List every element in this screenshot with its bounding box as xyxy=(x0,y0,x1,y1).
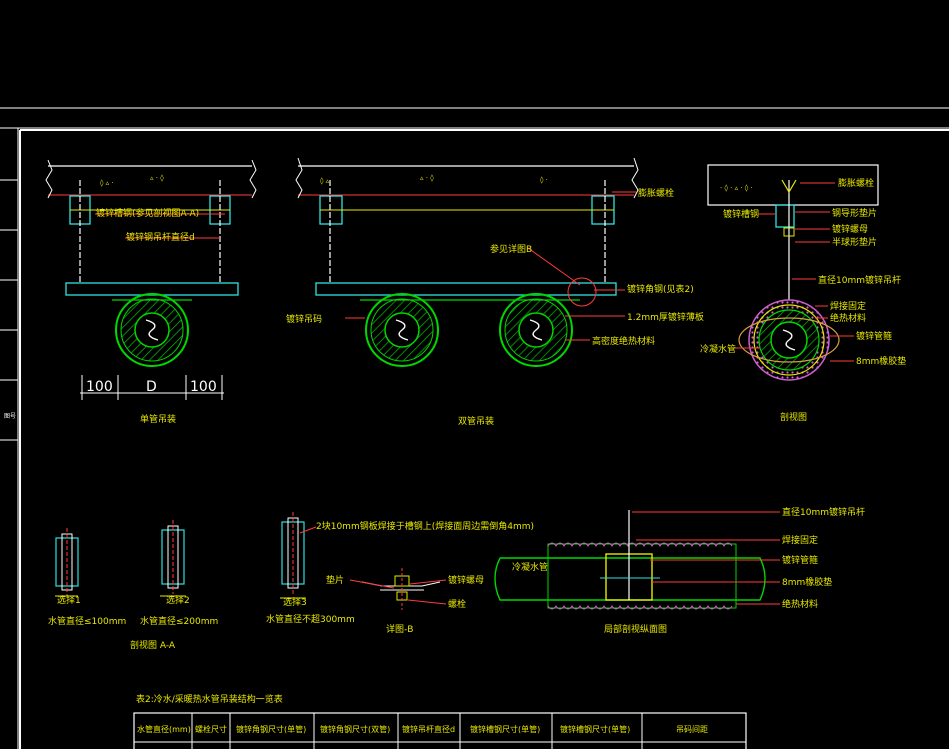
svg-text:◊ ·: ◊ · xyxy=(540,176,548,184)
double-clamp-label: 镀锌吊码 xyxy=(286,313,322,325)
double-detail-ref-label: 参见详图B xyxy=(490,243,532,255)
double-hanger-drawing: ◊ ▵ ▵ · ◊ ◊ · 参见详图B 镀锌角钢(见表2) 镀锌吊码 1.2mm… xyxy=(286,157,704,427)
table-header-3: 镀锌角钢尺寸(双管) xyxy=(320,724,390,734)
single-channel-label: 镀锌槽钢(参见剖视图A-A) xyxy=(96,207,199,219)
svg-text:▵ · ◊: ▵ · ◊ xyxy=(420,174,434,182)
detail-b-drawing: 垫片 镀锌螺母 螺栓 详图-B xyxy=(326,568,484,635)
section-weld-label: 焊接固定 xyxy=(830,300,866,312)
long-weld-label: 焊接固定 xyxy=(782,534,818,546)
aa-section-drawing: 选择1 水管直径≤100mm 选择2 水管直径≤200mm 选择3 水管直径不超… xyxy=(48,512,534,651)
single-dim-left: 100 xyxy=(86,379,113,395)
double-hanger-title: 双管吊装 xyxy=(458,415,494,427)
aa-opt3-label: 2块10mm钢板焊接于槽钢上(焊接面周边需倒角4mm) xyxy=(316,520,534,532)
double-angle-label: 镀锌角钢(见表2) xyxy=(627,283,694,295)
section-view-title: 剖视图 xyxy=(780,411,807,423)
svg-text:· ◊ · ▵ · ◊ ·: · ◊ · ▵ · ◊ · xyxy=(720,184,753,192)
svg-text:图: 图 xyxy=(4,413,10,420)
section-insul-label: 绝热材料 xyxy=(830,312,866,324)
spec-table: 表2:冷水/采暖热水管吊装结构一览表 水管直径(mm) 螺栓尺寸 镀锌角钢尺寸(… xyxy=(133,693,747,749)
aa-opt2-title: 选择2 xyxy=(166,594,190,606)
table-header-4: 镀锌吊杆直径d xyxy=(402,724,455,734)
detail-b-nut-label: 镀锌螺母 xyxy=(448,574,484,586)
detail-b-bolt-label: 螺栓 xyxy=(448,598,466,610)
section-rubber-label: 8mm橡胶垫 xyxy=(856,355,906,367)
double-anchor-label: 膨胀螺栓 xyxy=(638,187,674,199)
table-header-7: 吊码间距 xyxy=(676,725,708,734)
section-washer2-label: 半球形垫片 xyxy=(832,236,877,248)
table-header-6: 镀锌槽钢尺寸(单管) xyxy=(560,724,630,734)
double-insul-label: 高密度绝热材料 xyxy=(592,335,655,347)
aa-opt1-note: 水管直径≤100mm xyxy=(48,615,126,627)
svg-text:▵ · ◊: ▵ · ◊ xyxy=(150,174,164,182)
single-hanger-title: 单管吊装 xyxy=(140,413,176,425)
aa-opt2-note: 水管直径≤200mm xyxy=(140,615,218,627)
table-header-0: 水管直径(mm) xyxy=(137,724,191,734)
section-washer1-label: 钢导形垫片 xyxy=(832,207,877,219)
drawing-frame: 图 号 xyxy=(0,107,949,749)
double-plate-label: 1.2mm厚镀锌薄板 xyxy=(627,311,704,323)
section-view-drawing: · ◊ · ▵ · ◊ · 膨胀螺栓 镀锌槽钢 钢导形垫片 镀锌螺母 半球形垫片… xyxy=(700,164,906,423)
table-header-2: 镀锌角钢尺寸(单管) xyxy=(236,724,306,734)
svg-text:◊ ▵: ◊ ▵ xyxy=(320,177,330,185)
single-dim-mid: D xyxy=(146,379,157,395)
detail-b-title: 详图-B xyxy=(386,623,413,635)
table-caption: 表2:冷水/采暖热水管吊装结构一览表 xyxy=(136,693,283,705)
single-rod-label: 镀锌钢吊杆直径d xyxy=(126,231,195,243)
table-header-5: 镀锌槽钢尺寸(单管) xyxy=(470,724,540,734)
long-section-title: 局部剖视纵面图 xyxy=(604,623,667,635)
section-rod-label: 直径10mm镀锌吊杆 xyxy=(818,274,901,286)
svg-text:◊ ▵ ·: ◊ ▵ · xyxy=(100,179,114,187)
section-channel-label: 镀锌槽钢 xyxy=(723,208,759,220)
section-nut-label: 镀锌螺母 xyxy=(832,223,868,235)
aa-opt1-title: 选择1 xyxy=(57,594,81,606)
aa-opt3-title: 选择3 xyxy=(283,596,307,608)
section-cold-label: 冷凝水管 xyxy=(700,343,736,355)
long-rubber-label: 8mm橡胶垫 xyxy=(782,576,832,588)
section-clamp-label: 镀锌管箍 xyxy=(856,330,892,342)
single-dim-right: 100 xyxy=(190,379,217,395)
table-header-1: 螺栓尺寸 xyxy=(195,724,227,734)
single-hanger-drawing: ◊ ▵ · ▵ · ◊ 100 D 100 镀锌槽钢(参见剖视图A-A) 镀锌钢… xyxy=(45,159,257,425)
section-anchor-label: 膨胀螺栓 xyxy=(838,177,874,189)
long-clamp-label: 镀锌管箍 xyxy=(782,554,818,566)
long-insul-label: 绝热材料 xyxy=(782,598,818,610)
detail-b-washer-label: 垫片 xyxy=(326,574,344,586)
long-pipe-label: 冷凝水管 xyxy=(512,561,548,573)
aa-opt3-note: 水管直径不超300mm xyxy=(266,613,355,625)
svg-text:号: 号 xyxy=(10,413,16,420)
aa-section-title: 剖视图 A-A xyxy=(130,639,176,651)
long-rod-label: 直径10mm镀锌吊杆 xyxy=(782,506,865,518)
long-section-drawing: 冷凝水管 直径10mm镀锌吊杆 焊接固定 镀锌管箍 8mm橡胶垫 绝热材料 局部… xyxy=(494,506,865,635)
